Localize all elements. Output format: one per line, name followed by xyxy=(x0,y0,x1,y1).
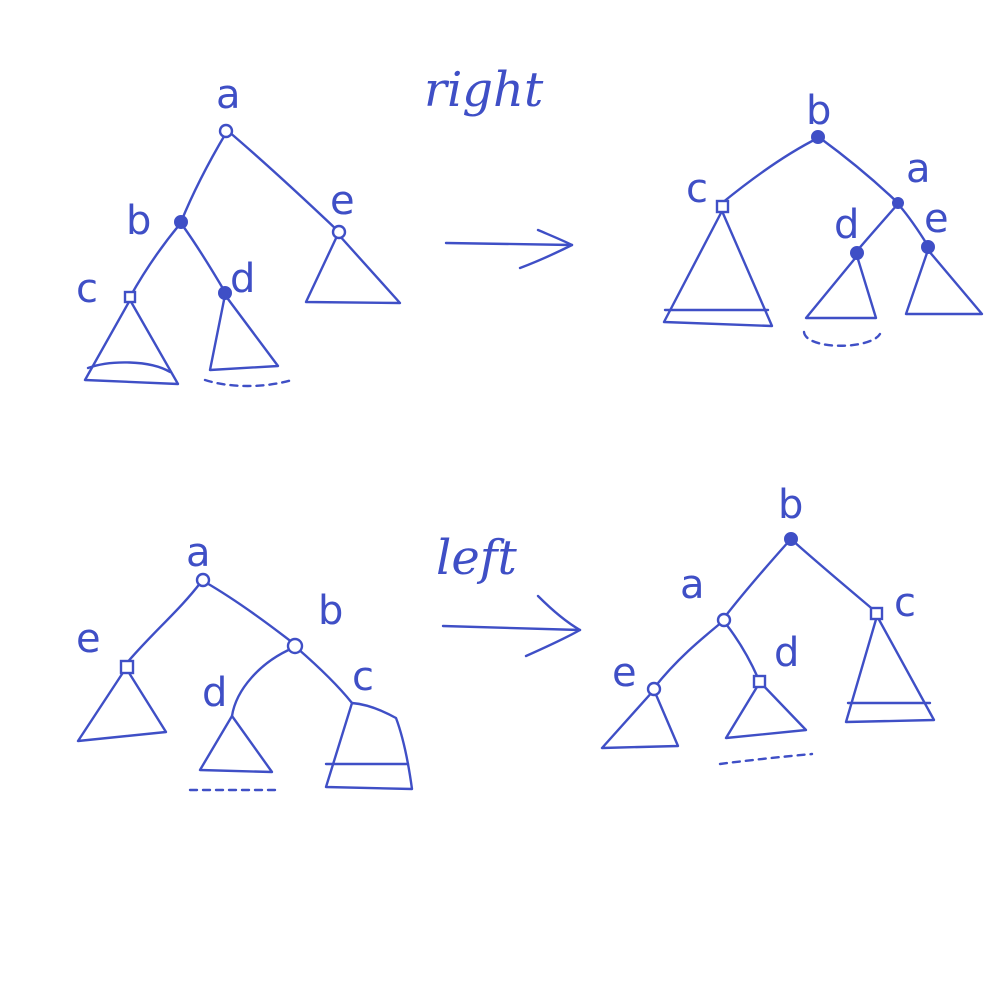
node-b xyxy=(174,215,188,229)
label-c: c xyxy=(76,266,98,312)
edge-a-e xyxy=(226,129,340,233)
subtree-d xyxy=(208,293,280,372)
subtree-d-after-dashed-base xyxy=(802,330,882,347)
label-d-left: d xyxy=(202,670,227,716)
label-b-left-after: b xyxy=(778,482,803,528)
label-c-left: c xyxy=(352,654,374,700)
edge-b-c xyxy=(128,222,182,299)
edge-b-c-after xyxy=(720,136,820,205)
right-rotation-before: a b c d e xyxy=(76,72,402,388)
edge-b-d-left xyxy=(230,646,295,718)
subtree-e-left xyxy=(76,666,168,743)
subtree-e-after xyxy=(904,248,984,316)
label-a-left: a xyxy=(186,530,211,576)
node-b-left-after xyxy=(784,532,798,546)
edge-a-e-left xyxy=(124,580,203,666)
edge-a-b xyxy=(179,131,228,224)
subtree-d-dashed-base xyxy=(203,378,294,388)
label-e-after: e xyxy=(924,196,949,242)
label-d-left-after: d xyxy=(774,630,799,676)
edge-a-e-left-after xyxy=(652,620,724,690)
node-c xyxy=(123,290,137,304)
edge-a-b-left xyxy=(203,580,295,645)
node-a-left xyxy=(195,572,211,588)
node-c-after xyxy=(715,199,730,214)
edge-b-a-left-after xyxy=(722,538,792,620)
node-a-left-after xyxy=(716,612,732,628)
node-d-left-after xyxy=(752,674,767,689)
node-e-left-after xyxy=(646,681,662,697)
subtree-d-left xyxy=(198,714,274,774)
left-rotation-before: a e b d c xyxy=(76,530,414,792)
edge-a-d-left-after xyxy=(724,622,760,680)
node-d-after xyxy=(850,246,864,260)
subtree-d-left-after-dashed-base xyxy=(718,752,814,766)
subtree-c-left-after xyxy=(844,614,936,724)
subtree-d-after xyxy=(804,254,878,320)
node-d xyxy=(218,286,232,300)
node-e-left xyxy=(119,659,135,675)
title-right: right xyxy=(424,62,544,118)
node-a-after xyxy=(892,197,904,209)
node-c-left-after xyxy=(869,606,884,621)
label-c-after: c xyxy=(686,166,708,212)
node-e-after xyxy=(921,240,935,254)
subtree-c-left xyxy=(324,701,414,791)
subtree-c-base xyxy=(86,361,172,374)
subtree-e xyxy=(304,232,402,305)
subtree-e-left-after xyxy=(600,688,680,750)
arrow-right-rotation xyxy=(444,228,574,270)
node-e xyxy=(331,224,347,240)
label-e-left-after: e xyxy=(612,650,637,696)
node-b-after xyxy=(811,130,825,144)
label-b-after: b xyxy=(806,88,831,134)
label-a: a xyxy=(216,72,241,118)
label-e: e xyxy=(330,178,355,224)
subtree-d-left-after xyxy=(724,680,808,740)
title-left: left xyxy=(436,530,518,586)
node-a xyxy=(218,123,234,139)
edge-b-a-after xyxy=(818,136,900,205)
node-b-left xyxy=(286,637,304,655)
label-b: b xyxy=(126,198,151,244)
edge-b-c-left xyxy=(295,646,354,705)
subtree-c-after xyxy=(662,209,774,328)
label-b-left: b xyxy=(318,588,343,634)
left-rotation-after: b a c e d xyxy=(600,482,936,766)
arrow-left-rotation xyxy=(441,594,582,658)
label-a-left-after: a xyxy=(680,562,705,608)
edge-b-d xyxy=(181,224,227,294)
subtree-c xyxy=(83,298,180,386)
right-rotation-after: b c a d e xyxy=(662,88,984,347)
edge-a-d-after xyxy=(854,203,899,254)
label-a-after: a xyxy=(906,146,931,192)
edge-b-c-left-after xyxy=(790,538,878,614)
label-e-left: e xyxy=(76,616,101,662)
label-c-left-after: c xyxy=(894,580,916,626)
label-d-after: d xyxy=(834,202,859,248)
label-d: d xyxy=(230,256,255,302)
